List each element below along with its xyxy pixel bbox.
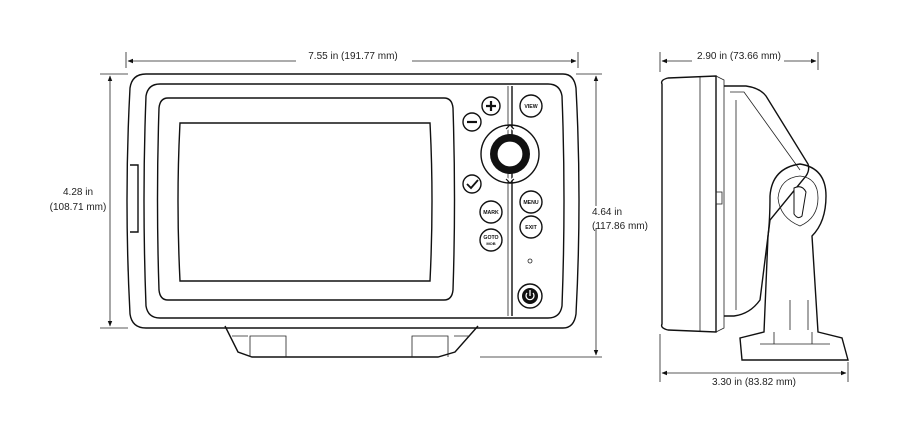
side-bezel [660,75,717,333]
front-width-dimension: 7.55 in (191.77 mm) [125,50,579,68]
goto-mob-button[interactable]: GOTO MOB [479,228,503,252]
front-height-right-dimension: 4.64 in (117.86 mm) [480,73,648,358]
side-mount-bracket [739,163,849,361]
zoom-in-button[interactable] [481,96,501,116]
view-button-label: VIEW [524,104,537,110]
front-body-outer [126,73,580,329]
power-button[interactable] [517,283,543,309]
side-bottom-label: 3.30 in (83.82 mm) [712,377,796,388]
side-tab [130,164,139,233]
screen-frame [156,97,456,301]
mob-button-label: MOB [486,241,495,246]
front-height-right-label-2: (117.86 mm) [592,221,648,232]
side-top-label: 2.90 in (73.66 mm) [697,51,781,62]
front-width-label: 7.55 in (191.77 mm) [308,51,398,62]
menu-button[interactable]: MENU [519,190,543,214]
enter-check-button[interactable] [462,174,482,194]
front-height-right-label-1: 4.64 in [592,207,622,218]
directional-pad[interactable] [480,124,540,184]
zoom-out-button[interactable] [462,112,482,132]
exit-button-label: EXIT [525,225,537,231]
mark-button[interactable]: MARK [479,200,503,224]
side-bottom-dimension: 3.30 in (83.82 mm) [659,334,849,388]
front-bezel [143,83,565,319]
side-rear-housing [724,85,810,317]
front-height-left-dimension: 4.28 in (108.71 mm) [50,73,128,329]
side-view [660,75,849,361]
front-view: VIEW MENU MARK [126,73,580,358]
front-height-left-label-1: 4.28 in [63,187,93,198]
status-led [527,258,533,264]
side-top-dimension: 2.90 in (73.66 mm) [659,50,819,72]
menu-button-label: MENU [523,200,539,206]
display-screen [177,122,433,282]
mark-button-label: MARK [483,210,499,216]
front-height-left-label-2: (108.71 mm) [50,202,107,213]
exit-button[interactable]: EXIT [519,215,543,239]
view-button[interactable]: VIEW [519,94,543,118]
goto-button-label: GOTO [483,235,498,241]
front-stand [224,325,479,358]
